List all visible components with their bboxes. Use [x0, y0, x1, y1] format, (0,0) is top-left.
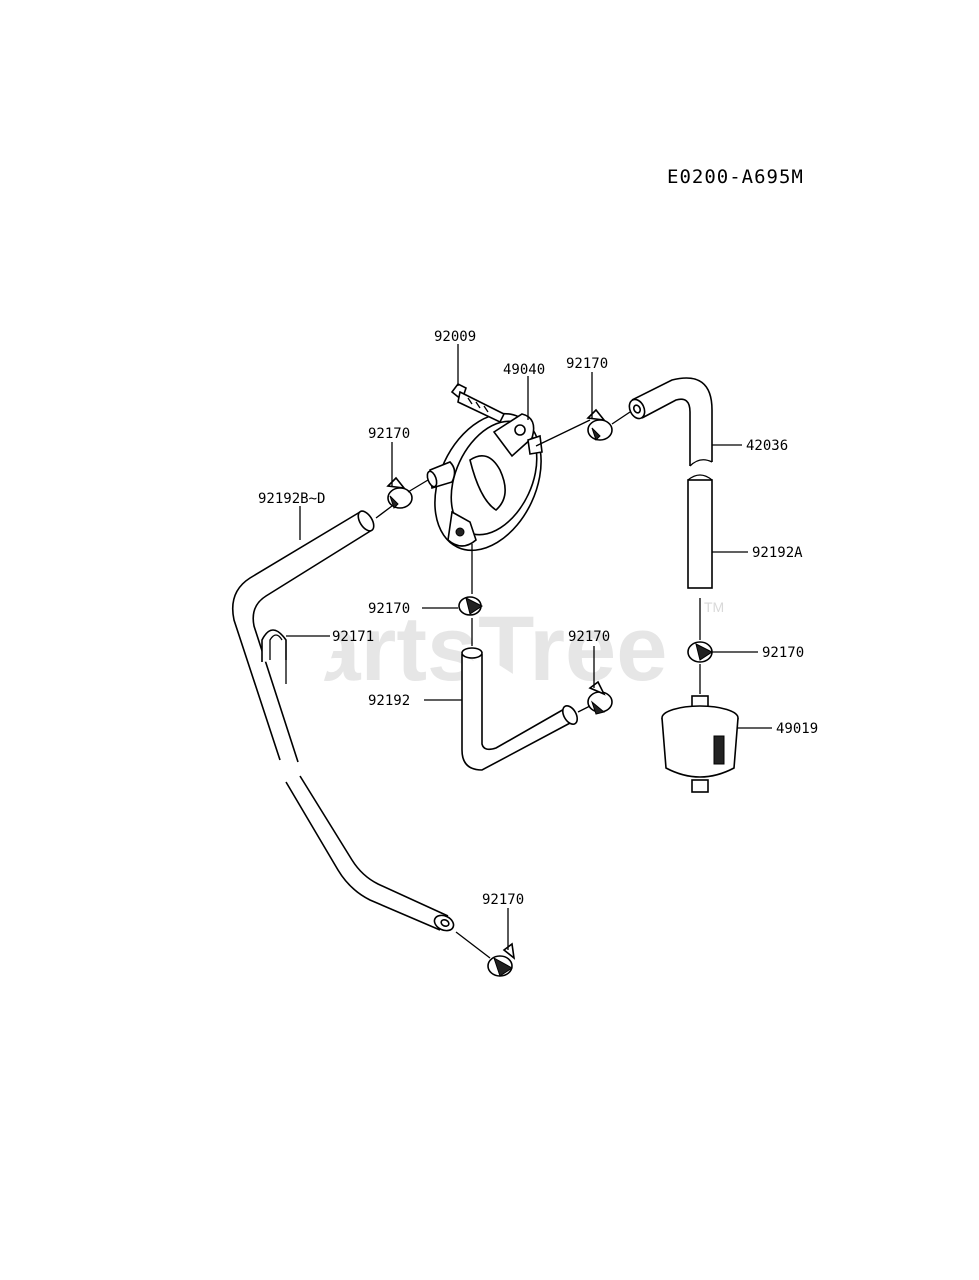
fuel-pump-49040[interactable] — [414, 396, 562, 567]
callout-92192a: 92192A — [752, 545, 803, 561]
clamp-92170-mid[interactable] — [458, 596, 483, 616]
callout-49040: 49040 — [503, 362, 545, 378]
callout-92192bd: 92192B~D — [258, 491, 325, 507]
callout-92170-filter: 92170 — [762, 645, 804, 661]
diagram-code: E0200-A695M — [667, 166, 804, 188]
clamp-92170-top[interactable] — [586, 408, 613, 441]
callout-92009: 92009 — [434, 329, 476, 345]
callout-labels: 92009 49040 92170 42036 92170 92192B~D 9… — [258, 329, 818, 908]
callout-92170-left: 92170 — [368, 426, 410, 442]
hose-42036[interactable] — [626, 377, 713, 467]
callout-92171: 92171 — [332, 629, 374, 645]
clamp-92170-filter[interactable] — [687, 641, 713, 663]
callout-92192: 92192 — [368, 693, 410, 709]
clip-92171[interactable] — [261, 629, 287, 684]
callout-92170-right-mid: 92170 — [568, 629, 610, 645]
callout-42036: 42036 — [746, 438, 788, 454]
callout-92170-bottom: 92170 — [482, 892, 524, 908]
hose-92192[interactable] — [461, 647, 580, 771]
hose-92192bd[interactable] — [231, 508, 456, 933]
callout-92170-top: 92170 — [566, 356, 608, 372]
screw-92009[interactable] — [450, 382, 506, 424]
assembly-lines — [375, 411, 701, 959]
hose-92192a[interactable] — [687, 474, 713, 589]
leader-lines — [286, 344, 772, 950]
callout-49019: 49019 — [776, 721, 818, 737]
callout-92170-mid: 92170 — [368, 601, 410, 617]
fuel-filter-49019[interactable] — [661, 695, 739, 793]
watermark-tm: TM — [704, 599, 724, 615]
clamp-92170-bottom[interactable] — [487, 942, 516, 977]
